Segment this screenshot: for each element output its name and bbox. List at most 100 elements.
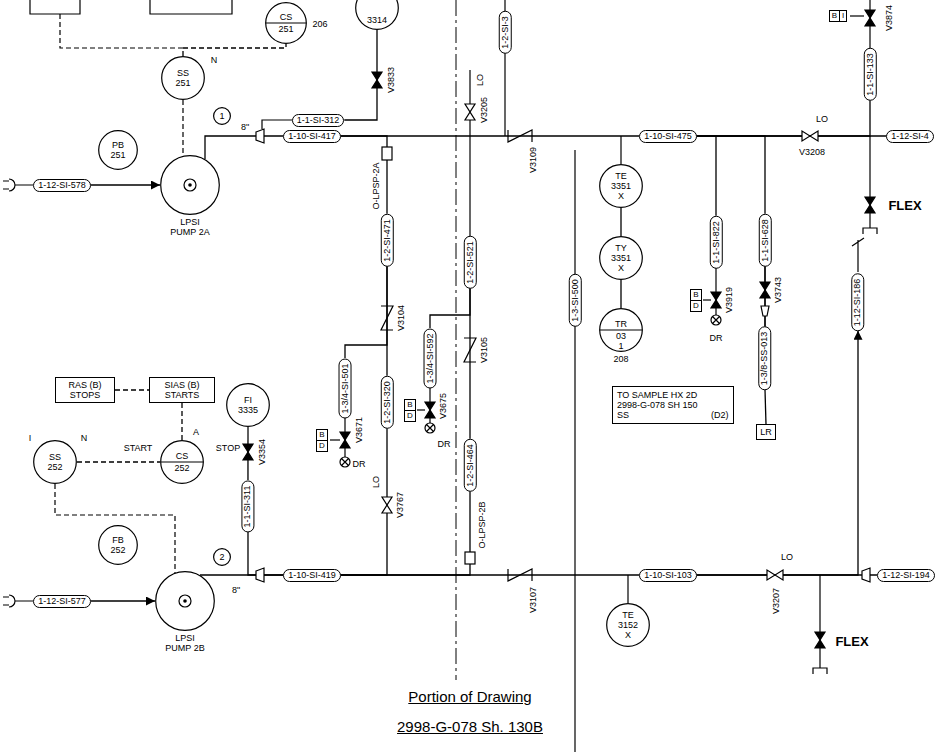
line-number-tag: 1-2-SI-464 (464, 439, 477, 492)
pump-eye (184, 179, 196, 191)
tag-text: 1-3/4-SI-592 (425, 333, 436, 383)
circle-outline (162, 57, 205, 100)
gate-valve-symbol (465, 104, 475, 120)
tag-text: 1-2-SI-3 (499, 16, 510, 49)
signal-line (55, 484, 175, 573)
tag-text: LPSI PUMP 2A (168, 217, 212, 237)
line-number-tag: 1-3/4-SI-592 (424, 328, 437, 388)
signal-line (77, 461, 160, 462)
drawing-label: V3743 (773, 277, 783, 303)
pipe-line (869, 136, 870, 228)
line-number-tag: 1-2-SI-3 (498, 11, 511, 54)
tag-text: 251 (110, 150, 125, 160)
line-number-tag: 1-1-SI-312 (292, 114, 345, 127)
circle-outline (99, 526, 138, 565)
process-pipe (344, 30, 377, 120)
tag-text: SIAS (B) STARTS (153, 380, 211, 400)
leader-line (703, 299, 711, 300)
check-valve-symbol (381, 306, 393, 330)
text-holder: 031 (599, 331, 643, 351)
tag-text: 1 (599, 341, 643, 351)
tag-text: 1-1-SI-311 (242, 485, 253, 527)
circle-outline (600, 237, 643, 280)
process-pipe (91, 184, 160, 185)
drain-symbol (425, 423, 435, 433)
instrument-bubble: SS251 (161, 56, 205, 100)
line-number-tag: 1-1-SI-311 (241, 480, 254, 532)
symbol-outline (265, 2, 307, 44)
drawing-label: V3207 (771, 588, 781, 614)
text-holder: 252 (160, 463, 204, 473)
tag-text: 1-1-SI-312 (297, 115, 340, 126)
tag-text: 1-12-SI-4 (891, 131, 929, 142)
tag-text: 1-10-SI-103 (644, 570, 692, 581)
tag-text: 1-1-SI-628 (760, 219, 771, 262)
tag-text: 251 (175, 78, 190, 88)
circle-outline (607, 604, 650, 647)
line-number-tag: 1-10-SI-475 (639, 130, 697, 143)
valve-symbol (865, 10, 875, 26)
drain-cross (713, 317, 720, 324)
drawing-label: DR (438, 439, 451, 449)
position-box: BI (829, 10, 848, 22)
tag-text: 252 (47, 462, 62, 472)
drawing-label: A (193, 427, 199, 437)
text-holder: TE3152X (606, 603, 650, 647)
pump-shaft (183, 599, 187, 603)
process-pipe (341, 428, 387, 575)
text-holder: LPSI PUMP 2A (168, 217, 212, 237)
line-number-tag: 1-12-SI-577 (33, 595, 91, 608)
tag-text: TE (615, 171, 627, 181)
signal-line (115, 389, 149, 390)
drawing-label: N (211, 55, 218, 65)
tag-text: 1-10-SI-419 (288, 570, 336, 581)
pipe-cap (863, 228, 877, 234)
board-divider (266, 22, 307, 23)
tag-text: 3351 (611, 253, 631, 263)
gate-valve-symbol (382, 497, 392, 513)
drawing-label: O-LPSP-2A (371, 162, 381, 209)
line-number-tag: 1-3/8-SS-013 (759, 326, 772, 390)
drawing-label: V3919 (724, 287, 734, 313)
drawing-label: FLEX (888, 199, 921, 213)
drawing-label: 206 (312, 19, 327, 29)
tag-text: B (830, 11, 839, 21)
text-holder: LPSI PUMP 2B (163, 633, 207, 653)
flow-element (382, 147, 392, 160)
tag-text: D (317, 440, 327, 451)
drawing-label: 8" (232, 585, 240, 595)
tag-text: LR (760, 427, 772, 437)
circle-outline (600, 165, 643, 208)
pipe-line (574, 150, 575, 752)
process-pipe (697, 136, 716, 216)
instrument-bubble: TY3351X (599, 236, 643, 280)
tag-text: SS (49, 452, 61, 462)
tag-text: 1-3-SI-500 (570, 279, 581, 322)
tag-text: I (839, 11, 846, 21)
pipe-line (852, 238, 864, 272)
circle-outline (156, 572, 215, 631)
drain-cross (427, 425, 434, 432)
instrument-bubble: 3314 (355, 0, 399, 30)
instrument-bubble: TE3351X (599, 164, 643, 208)
drain-cross (342, 459, 349, 466)
tag-text: CS (160, 451, 204, 461)
position-box: BD (690, 289, 702, 312)
interlock-box: RAS (B) STOPS (55, 377, 115, 403)
tag-text: PB (112, 140, 124, 150)
board-divider (600, 329, 643, 330)
tag-text: 251 (265, 24, 307, 34)
pump-symbol: LPSI PUMP 2A (160, 155, 220, 215)
signal-line (60, 14, 183, 48)
line-number-tag: 1-1-SI-133 (864, 48, 877, 101)
tag-text: 1-3/4-SI-501 (340, 363, 351, 413)
text-holder: 1 (213, 107, 231, 125)
text-holder: TY3351X (599, 236, 643, 280)
pump-shaft (188, 183, 192, 187)
pump-symbol: LPSI PUMP 2B (155, 571, 215, 631)
instrument-bubble: CS251 (265, 2, 307, 44)
line-number-tag: 1-1-SI-628 (759, 214, 772, 267)
tag-text: 3152 (618, 620, 638, 630)
position-box: BD (404, 399, 416, 422)
tag-text: 1-12-SI-186 (853, 278, 864, 326)
